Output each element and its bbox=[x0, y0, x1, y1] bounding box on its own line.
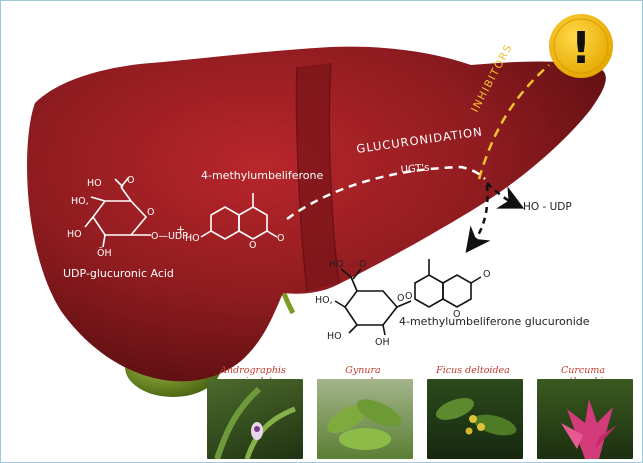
udp-carbonyl: O bbox=[127, 175, 134, 186]
product-label: 4-methylumbeliferone glucuronide bbox=[399, 315, 590, 328]
udp-labels: HO O O HO, HO O—UDP ŌH bbox=[67, 175, 188, 259]
plant-photo-ficus bbox=[427, 379, 523, 459]
falciform-ligament bbox=[296, 63, 339, 291]
mu-ho: HO bbox=[185, 233, 200, 244]
prod-carbonyl: O bbox=[359, 259, 366, 270]
prod-lactone-o: O bbox=[453, 309, 460, 320]
prod-link-o: O bbox=[405, 291, 412, 302]
inhibitor-arc bbox=[477, 64, 550, 180]
mu-carbonyl: O bbox=[277, 233, 284, 244]
exclamation-warning-icon: ! bbox=[549, 14, 613, 78]
plant-photo-gynura bbox=[317, 379, 413, 459]
udp-o-udp: O—UDP bbox=[151, 231, 188, 242]
warning-glyph: ! bbox=[571, 23, 591, 74]
branch-product bbox=[465, 184, 491, 254]
prod-lactone-carbonyl: O bbox=[483, 269, 490, 280]
mu-label: 4-methylumbeliferone bbox=[201, 169, 323, 182]
ugts-label: UGT's bbox=[400, 163, 430, 176]
udp-ho-top: HO bbox=[87, 178, 102, 189]
udp-oh: ŌH bbox=[97, 248, 112, 259]
udp-ho-left: HO, bbox=[71, 196, 89, 207]
prod-ho-top: HO bbox=[329, 259, 344, 270]
plus-sign: + bbox=[176, 223, 185, 236]
plant-photo-curcuma bbox=[537, 379, 633, 459]
udp-ho-bottom-left: HO bbox=[67, 229, 82, 240]
methylumbelliferone-structure bbox=[200, 193, 278, 240]
prod-ring-o: O bbox=[397, 293, 404, 304]
product-labels: HO O O HO, HO OH O O O bbox=[315, 259, 490, 348]
prod-ho-left: HO, bbox=[315, 295, 333, 306]
prod-ho-bottom: HO bbox=[327, 331, 342, 342]
mu-ring-o: O bbox=[249, 240, 256, 251]
ho-udp-label: HO - UDP bbox=[523, 201, 572, 213]
bile-duct bbox=[280, 290, 296, 315]
product-structure bbox=[334, 259, 482, 336]
plant-caption-ficus: Ficus deltoidea bbox=[436, 365, 510, 376]
plant-photo-andrographis bbox=[207, 379, 303, 459]
udp-ring-o: O bbox=[147, 207, 154, 218]
branch-ho-udp bbox=[486, 182, 525, 209]
udp-acid-label: UDP-glucuronic Acid bbox=[63, 267, 174, 280]
udp-glucuronic-acid-structure bbox=[84, 176, 151, 248]
prod-oh: OH bbox=[375, 337, 390, 348]
reaction-path bbox=[286, 165, 486, 221]
